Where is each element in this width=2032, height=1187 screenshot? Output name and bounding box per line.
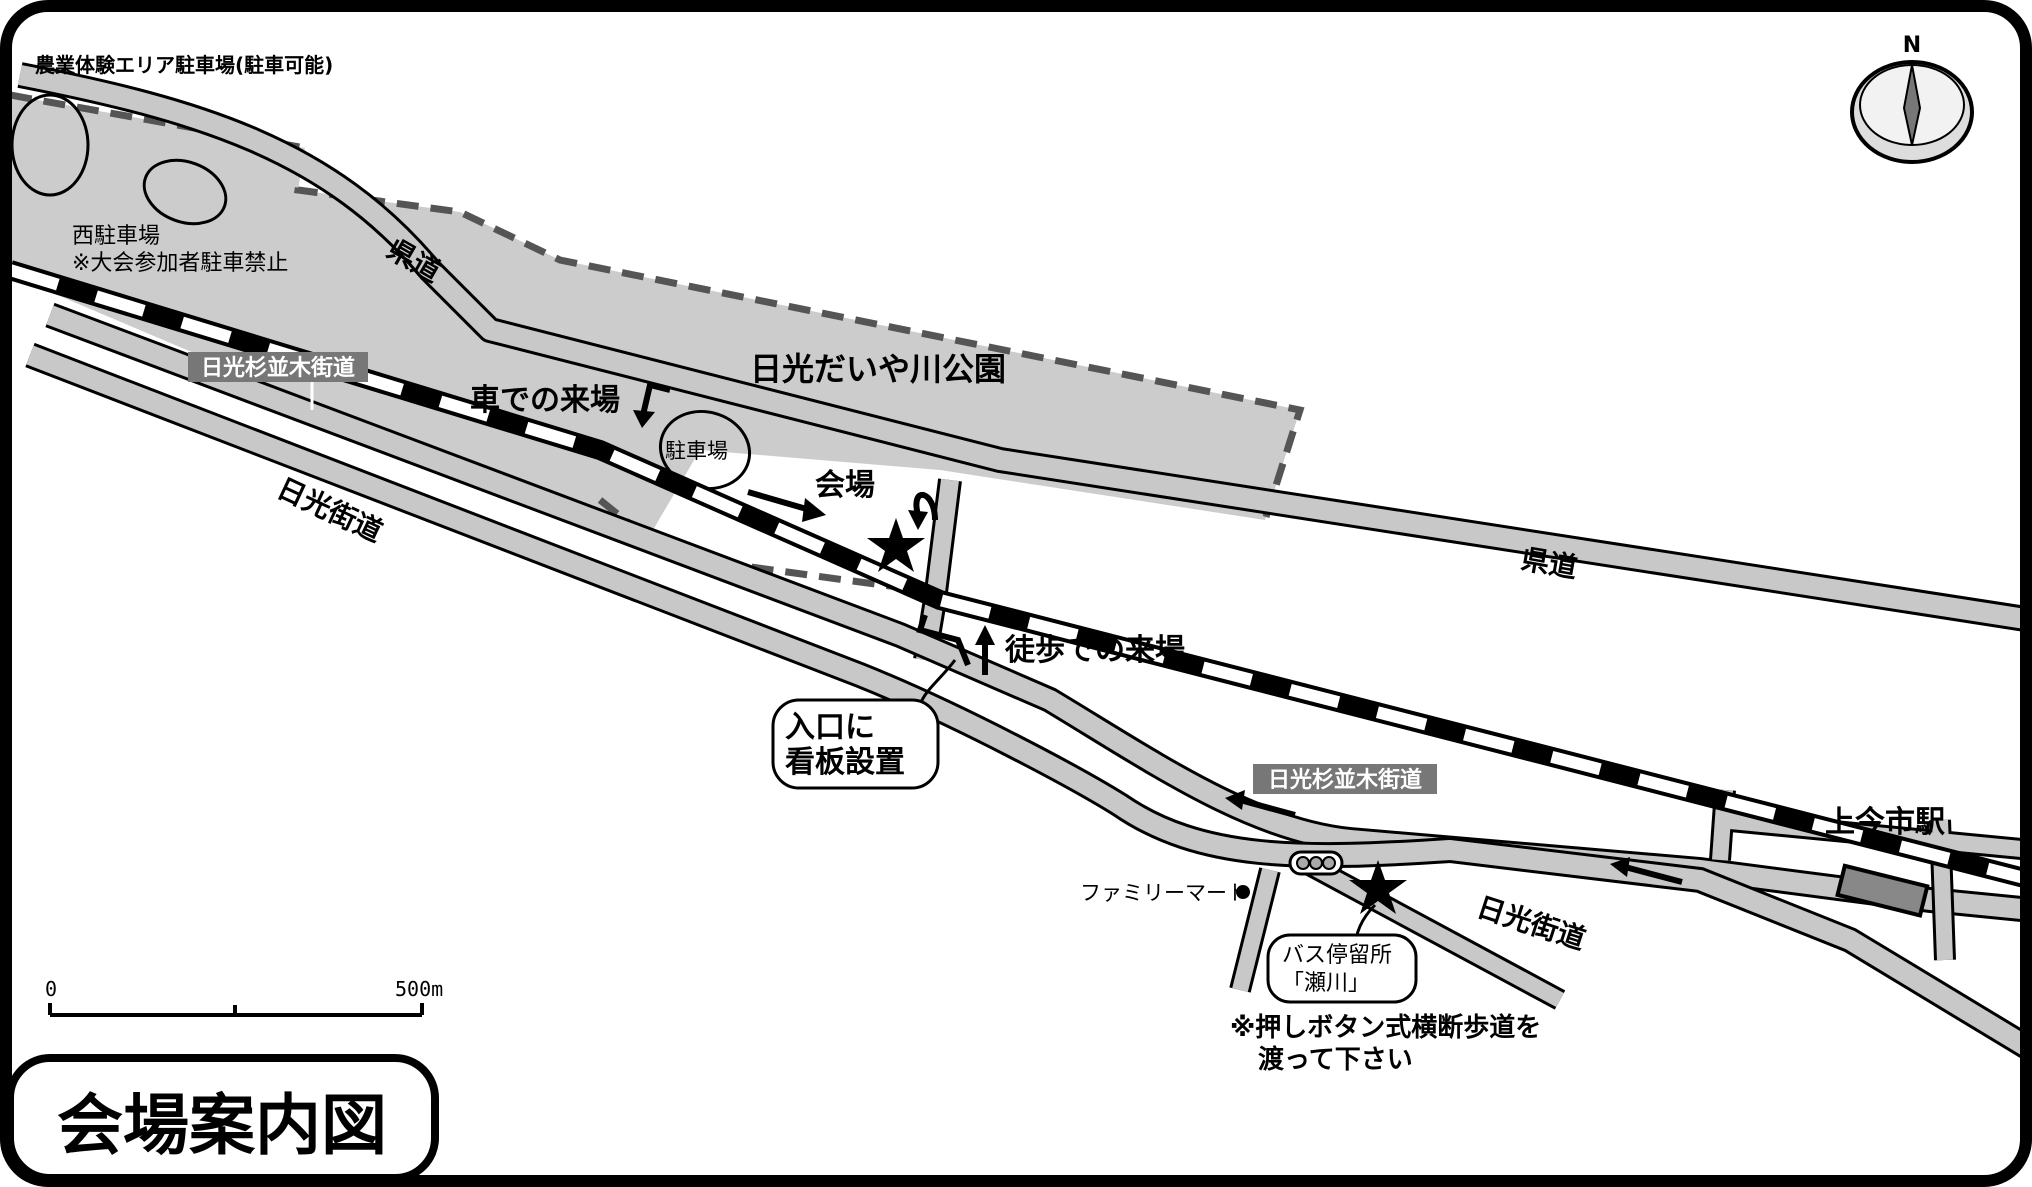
compass-icon [1850, 60, 1974, 164]
bus-stop-star-icon [1349, 860, 1407, 914]
bus-stop-line1: バス停留所 [1282, 943, 1392, 968]
family-mart-marker [1236, 885, 1250, 899]
park-area [10, 95, 1300, 535]
park-boundary [10, 91, 1305, 522]
sign-callout-line1: 入口に [785, 710, 875, 745]
scale-bar [48, 1003, 424, 1017]
agri-parking-label: 農業体験エリア駐車場(駐車可能) [35, 53, 333, 77]
traffic-light-icon [1288, 850, 1344, 876]
car-route-arrow [633, 381, 938, 530]
parking-lot-shape [142, 158, 228, 226]
map-title: 会場案内図 [57, 1087, 387, 1164]
parking-label: 駐車場 [665, 439, 728, 463]
venue-label: 会場 [815, 468, 875, 503]
crosswalk-note-line1: ※押しボタン式横断歩道を [1230, 1012, 1541, 1043]
bus-stop-line2: 「瀬川」 [1282, 971, 1370, 996]
cedar-road-plate [1253, 764, 1437, 794]
compass-north-label: N [1903, 33, 1921, 58]
nikko-road-label-right: 日光街道 [1473, 890, 1590, 956]
venue-star-icon [867, 518, 925, 572]
walk-access-label: 徒歩での来場 [1004, 633, 1185, 668]
car-access-label: 車での来場 [470, 383, 620, 418]
west-parking-note: ※大会参加者駐車禁止 [72, 251, 288, 276]
cedar-road-plate [188, 352, 368, 382]
sign-callout-line2: 看板設置 [785, 745, 905, 780]
scale-end-label: 500m [395, 977, 443, 1001]
cedar-road-label-right: 日光杉並木街道 [1268, 767, 1422, 793]
park-label: 日光だいや川公園 [750, 350, 1006, 388]
station-building [1835, 863, 1930, 918]
traffic-direction-arrow [1225, 790, 1683, 885]
scale-start-label: 0 [45, 977, 57, 1001]
station-label: 上今市駅 [1825, 805, 1945, 840]
cedar-road-label-left: 日光杉並木街道 [201, 355, 355, 381]
bus-stop-callout-box [1266, 933, 1418, 1004]
crosswalk-note-line2: 渡って下さい [1258, 1044, 1413, 1075]
sign-callout-box [771, 698, 940, 790]
family-mart-label: ファミリーマート [1080, 881, 1248, 905]
walk-route-arrow [916, 614, 995, 675]
west-parking-label: 西駐車場 [72, 224, 160, 249]
